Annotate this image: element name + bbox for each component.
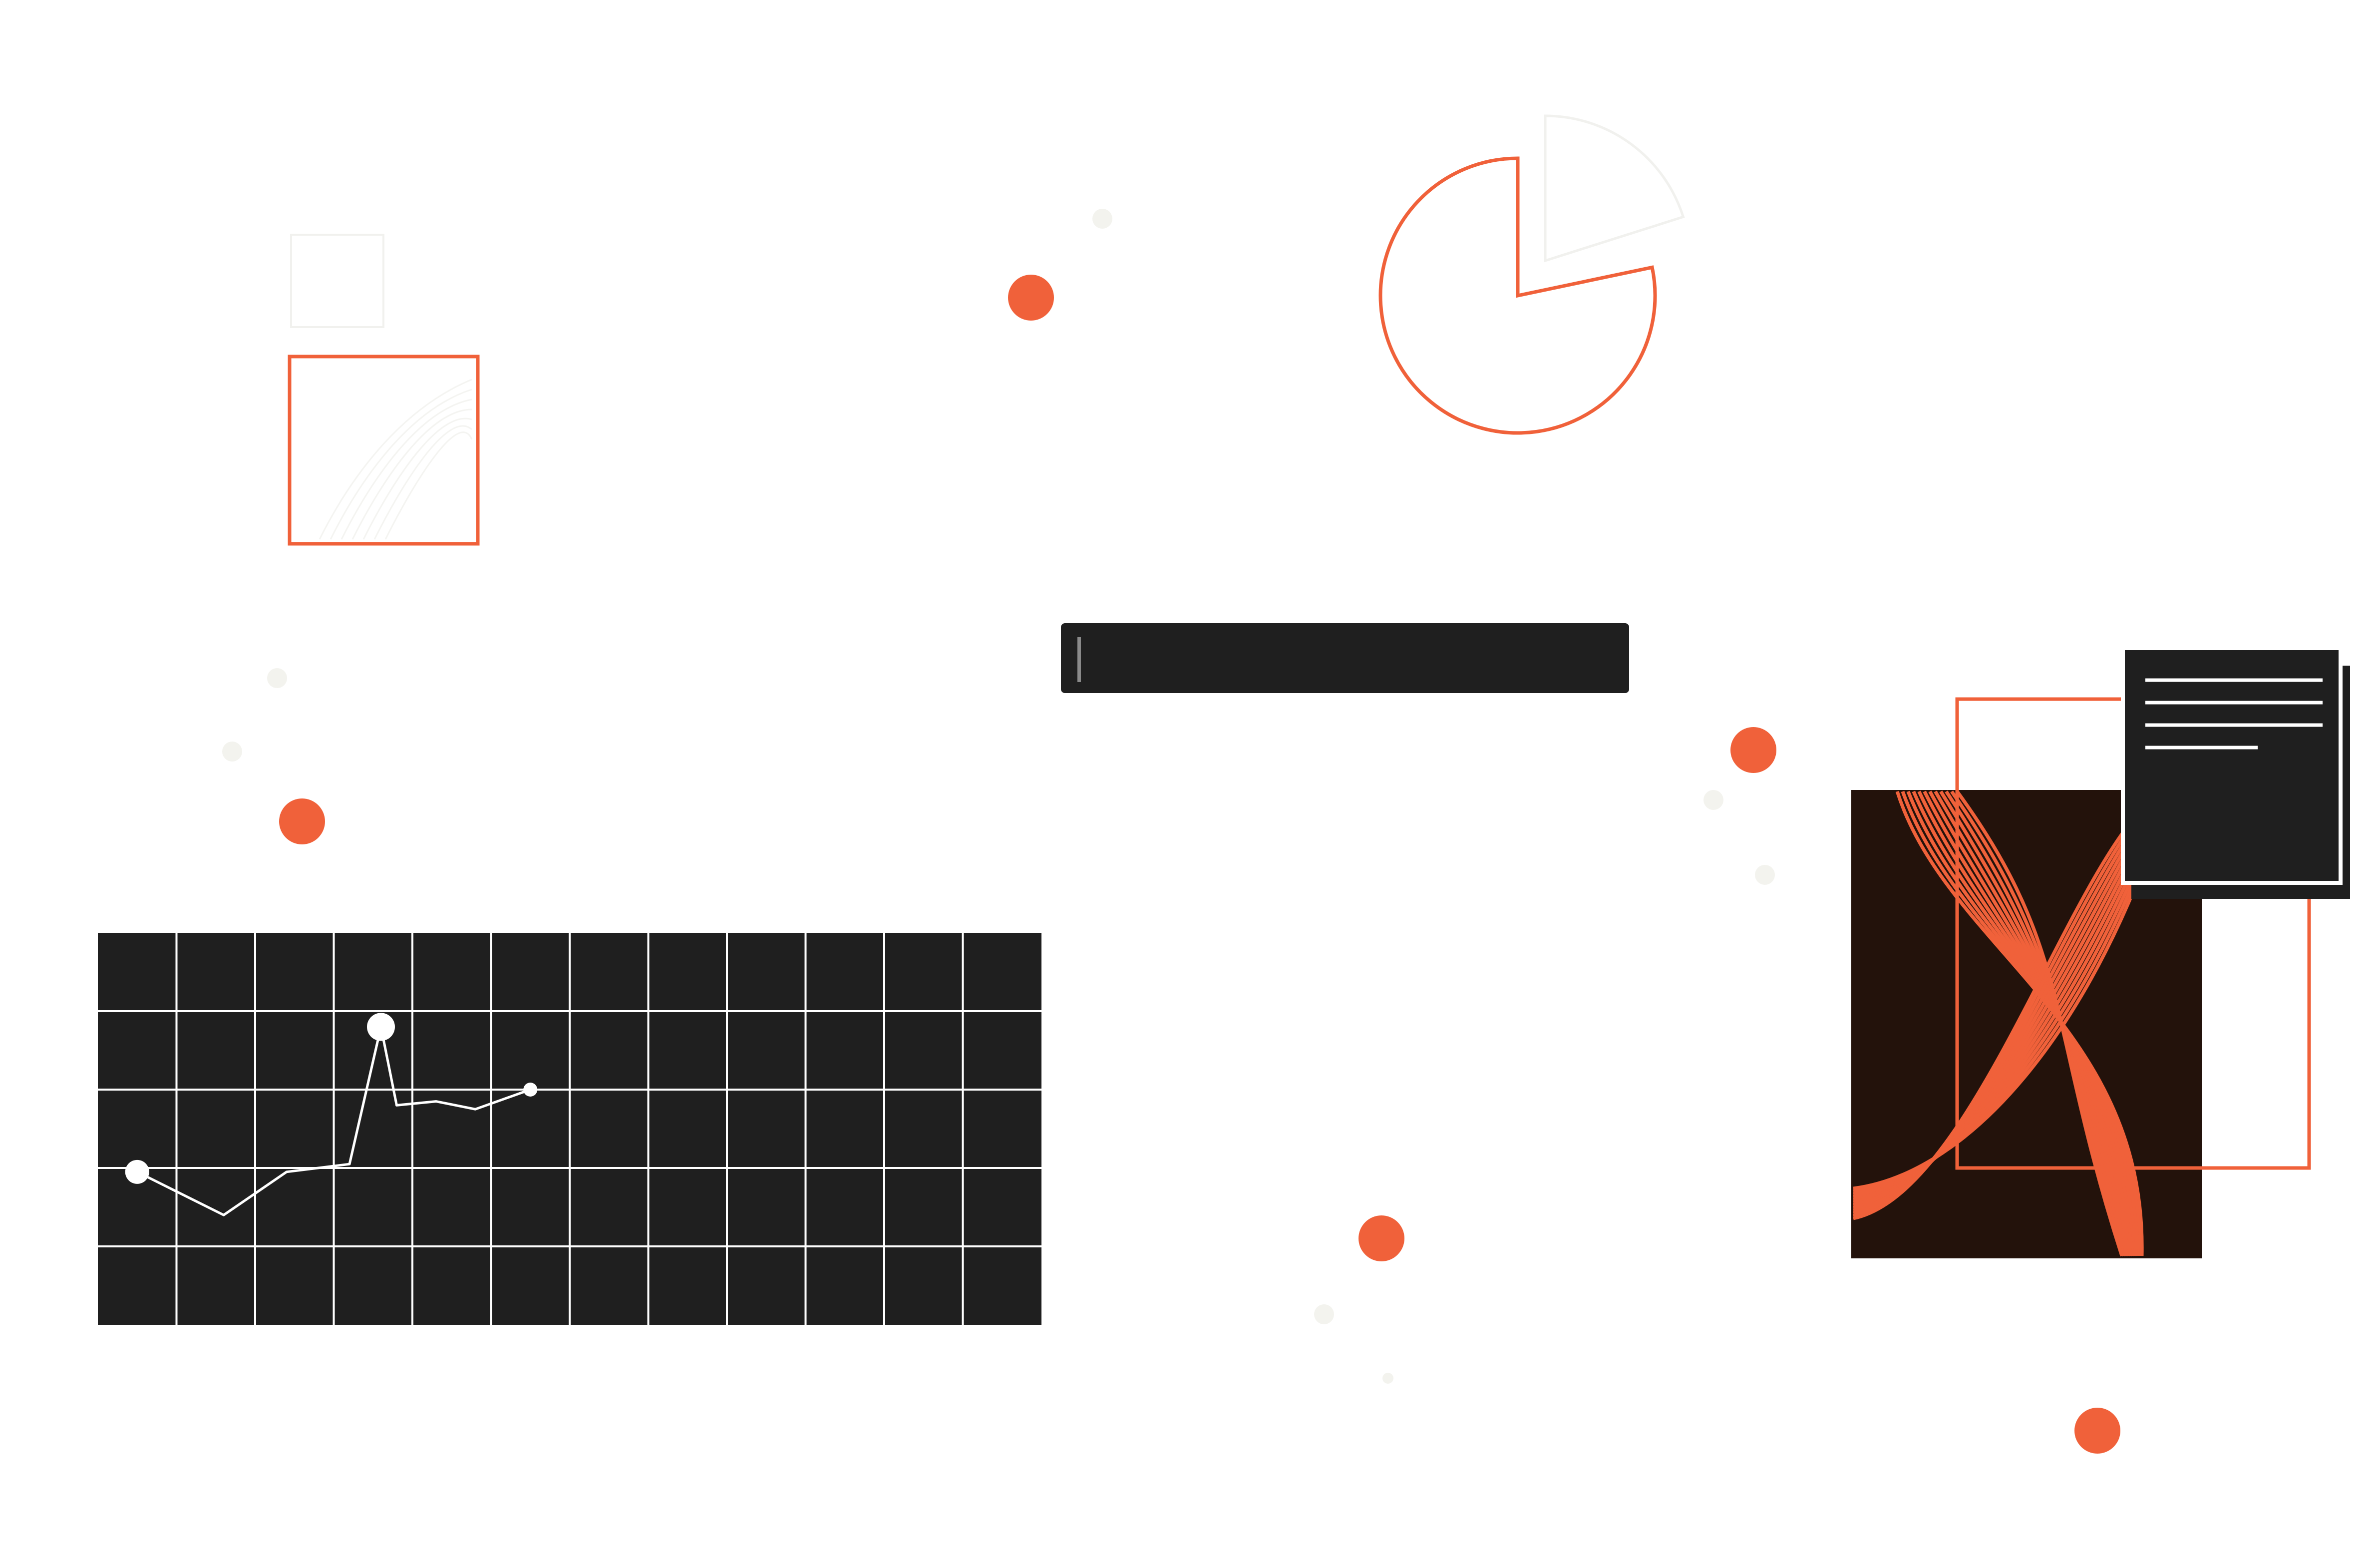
faint-dots <box>222 209 1775 1384</box>
faint-dot <box>222 742 242 762</box>
hatch-line <box>384 431 473 540</box>
grid-chart-icon <box>98 933 1041 1325</box>
hatch-line <box>351 408 472 540</box>
hatch-line <box>330 388 472 540</box>
document-icon <box>2121 646 2350 899</box>
pie-chart-icon <box>1378 114 1685 435</box>
search-bar[interactable] <box>1061 623 1629 693</box>
faint-dot <box>1755 865 1775 885</box>
hatch-line <box>362 417 472 540</box>
hatch-line <box>319 379 472 540</box>
card-wave-line <box>1853 797 2153 1220</box>
hatch-line <box>340 398 472 540</box>
pie-slice-ghost <box>1544 114 1685 263</box>
faint-dot <box>1314 1304 1334 1324</box>
faint-dot <box>1092 209 1112 229</box>
orange-node <box>1359 1215 1404 1261</box>
orange-node <box>1730 727 1776 773</box>
chart-point <box>523 1083 538 1097</box>
outlined-square <box>288 355 480 546</box>
faint-dot <box>1382 1373 1393 1384</box>
card-wave-line <box>1956 790 2124 1257</box>
hatch-line <box>373 425 472 540</box>
chart-point <box>125 1159 149 1184</box>
faint-dot <box>1703 790 1723 810</box>
square-hatch <box>319 379 473 540</box>
chart-point <box>367 1013 395 1041</box>
orange-node <box>1008 275 1054 321</box>
text-cursor <box>1077 637 1081 682</box>
document-lines <box>2145 678 2323 750</box>
wave-ribbon <box>305 429 539 607</box>
faint-dot <box>267 668 287 688</box>
faint-square <box>290 234 384 328</box>
orange-node <box>2074 1408 2120 1454</box>
pie-body <box>1378 156 1657 435</box>
orange-node <box>279 798 325 844</box>
